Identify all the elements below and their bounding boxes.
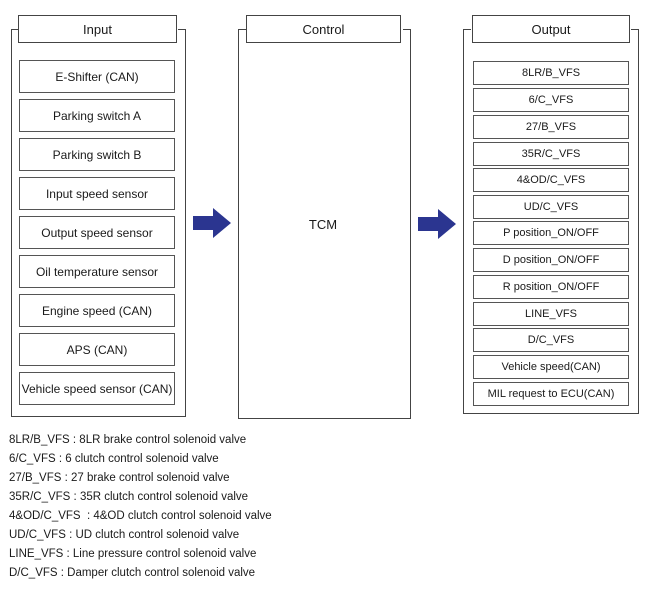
input-item: Parking switch A	[19, 99, 175, 132]
right-arrow-icon	[193, 208, 231, 238]
input-item: Input speed sensor	[19, 177, 175, 210]
output-item: LINE_VFS	[473, 302, 629, 326]
input-item: Engine speed (CAN)	[19, 294, 175, 327]
legend-line: 6/C_VFS : 6 clutch control solenoid valv…	[9, 453, 219, 465]
input-item: Vehicle speed sensor (CAN)	[19, 372, 175, 405]
input-item: APS (CAN)	[19, 333, 175, 366]
input-item: E-Shifter (CAN)	[19, 60, 175, 93]
input-item: Oil temperature sensor	[19, 255, 175, 288]
arrow-shape	[193, 208, 231, 238]
output-item: R position_ON/OFF	[473, 275, 629, 299]
output-item: 8LR/B_VFS	[473, 61, 629, 85]
output-item: MIL request to ECU(CAN)	[473, 382, 629, 406]
output-item: 6/C_VFS	[473, 88, 629, 112]
output-item: 35R/C_VFS	[473, 142, 629, 166]
input-header: Input	[18, 15, 177, 43]
output-item: D/C_VFS	[473, 328, 629, 352]
legend-line: 8LR/B_VFS : 8LR brake control solenoid v…	[9, 434, 247, 446]
output-item: Vehicle speed(CAN)	[473, 355, 629, 379]
legend-line: 4&OD/C_VFS : 4&OD clutch control solenoi…	[9, 510, 272, 522]
legend-line: 27/B_VFS : 27 brake control solenoid val…	[9, 472, 230, 484]
right-arrow-icon	[418, 209, 456, 239]
input-item: Parking switch B	[19, 138, 175, 171]
output-item: UD/C_VFS	[473, 195, 629, 219]
tcm-label: TCM	[308, 217, 338, 232]
output-item: P position_ON/OFF	[473, 221, 629, 245]
output-item: D position_ON/OFF	[473, 248, 629, 272]
output-item: 4&OD/C_VFS	[473, 168, 629, 192]
legend-line: LINE_VFS : Line pressure control solenoi…	[9, 548, 257, 560]
legend-line: D/C_VFS : Damper clutch control solenoid…	[9, 567, 256, 579]
legend-line: 35R/C_VFS : 35R clutch control solenoid …	[9, 491, 249, 503]
arrow-shape	[418, 209, 456, 239]
output-item: 27/B_VFS	[473, 115, 629, 139]
control-panel	[238, 29, 411, 419]
control-header: Control	[246, 15, 401, 43]
legend-line: UD/C_VFS : UD clutch control solenoid va…	[9, 529, 240, 541]
input-item: Output speed sensor	[19, 216, 175, 249]
output-header: Output	[472, 15, 630, 43]
